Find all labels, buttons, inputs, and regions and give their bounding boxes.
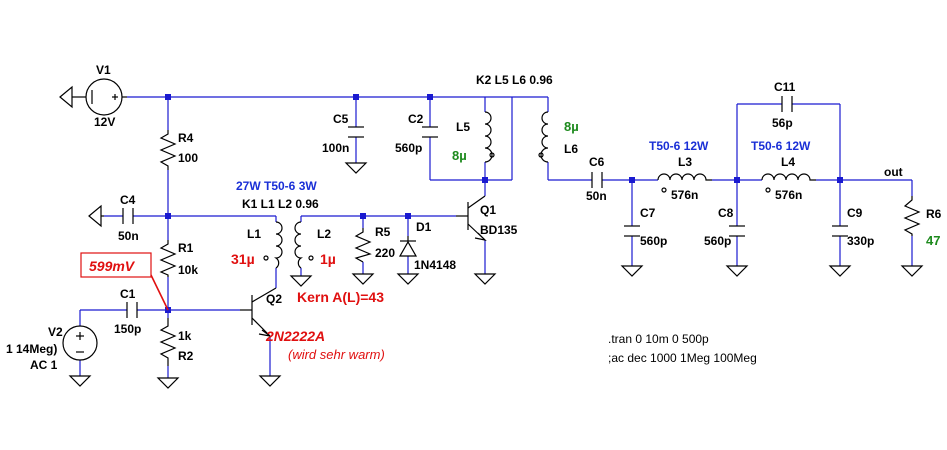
r5-value: 220 xyxy=(375,246,395,260)
l1-name: L1 xyxy=(247,227,261,241)
c2-value: 560p xyxy=(395,141,422,155)
c5-value: 100n xyxy=(322,141,349,155)
directive-ac: ;ac dec 1000 1Meg 100Meg xyxy=(608,351,757,365)
c4-name: C4 xyxy=(120,193,136,207)
capacitors: C4 50n C1 150p C5 100n C2 560p C6 50n C7… xyxy=(114,80,874,336)
transistor-q2: Q2 2N2222A (wird sehr warm) xyxy=(240,287,385,362)
r1-name: R1 xyxy=(178,241,194,255)
r5-name: R5 xyxy=(375,225,391,239)
r2-name: R2 xyxy=(178,349,194,363)
r6-value: 47 xyxy=(926,233,940,248)
l4-value: 576n xyxy=(775,188,802,202)
l2-name: L2 xyxy=(317,227,331,241)
probe-value: 599mV xyxy=(89,258,136,274)
kern-note: Kern A(L)=43 xyxy=(297,289,384,305)
resistors: R4 100 R1 10k 1k R2 R5 220 R6 47 xyxy=(159,130,942,366)
l4-core: T50-6 12W xyxy=(751,139,811,153)
k1-core: 27W T50-6 3W xyxy=(236,179,317,193)
r4-name: R4 xyxy=(178,131,194,145)
v2-value1: 1 14Meg) xyxy=(6,342,57,356)
c1-name: C1 xyxy=(120,287,136,301)
l3-core: T50-6 12W xyxy=(649,139,709,153)
k2-directive: K2 L5 L6 0.96 xyxy=(476,73,553,87)
l2-value: 1µ xyxy=(320,251,336,267)
r6-name: R6 xyxy=(926,207,942,221)
q2-part: 2N2222A xyxy=(265,328,325,344)
k1-directive: K1 L1 L2 0.96 xyxy=(242,197,319,211)
c11-name: C11 xyxy=(774,80,796,94)
c7-name: C7 xyxy=(640,206,656,220)
c4-value: 50n xyxy=(118,229,139,243)
l6-value: 8µ xyxy=(564,119,579,134)
c9-name: C9 xyxy=(847,206,863,220)
directive-tran: .tran 0 10m 0 500p xyxy=(608,332,709,346)
coupling-annotations: 27W T50-6 3W K1 L1 L2 0.96 K2 L5 L6 0.96… xyxy=(236,73,553,305)
l5-value: 8µ xyxy=(452,148,467,163)
c8-name: C8 xyxy=(718,206,734,220)
q2-name: Q2 xyxy=(266,292,282,306)
r4-value: 100 xyxy=(178,151,198,165)
l1-value: 31µ xyxy=(231,251,255,267)
q1-part: BD135 xyxy=(480,223,518,237)
l6-name: L6 xyxy=(564,142,578,156)
net-label-out: out xyxy=(884,165,903,179)
ground-symbols xyxy=(59,85,924,389)
l3-value: 576n xyxy=(671,188,698,202)
c8-value: 560p xyxy=(704,234,731,248)
c2-name: C2 xyxy=(408,112,424,126)
d1-name: D1 xyxy=(416,220,432,234)
c9-value: 330p xyxy=(847,234,874,248)
transistor-q1: Q1 BD135 xyxy=(456,195,518,241)
c1-value: 150p xyxy=(114,322,141,336)
r2-value: 1k xyxy=(178,329,192,343)
v2-source: V2 1 14Meg) AC 1 xyxy=(6,325,98,372)
wires xyxy=(79,96,913,378)
v2-value2: AC 1 xyxy=(30,358,58,372)
voltage-probe: 599mV xyxy=(80,252,169,311)
q2-note: (wird sehr warm) xyxy=(288,347,385,362)
l3-name: L3 xyxy=(678,155,692,169)
c5-name: C5 xyxy=(333,112,349,126)
v2-name: V2 xyxy=(48,325,63,339)
inductors: L1 31µ L2 1µ L5 8µ 8µ L6 T50-6 12W L3 57… xyxy=(231,111,816,269)
v1-value: 12V xyxy=(94,115,115,129)
v1-source: V1 12V xyxy=(80,63,127,129)
q1-name: Q1 xyxy=(480,203,496,217)
d1-part: 1N4148 xyxy=(414,258,456,272)
c6-name: C6 xyxy=(589,155,605,169)
v1-name: V1 xyxy=(96,63,111,77)
c7-value: 560p xyxy=(640,234,667,248)
c11-value: 56p xyxy=(772,116,793,130)
c6-value: 50n xyxy=(586,189,607,203)
l4-name: L4 xyxy=(781,155,795,169)
diode-d1: D1 1N4148 xyxy=(398,220,456,272)
l5-name: L5 xyxy=(456,120,470,134)
r1-value: 10k xyxy=(178,263,198,277)
